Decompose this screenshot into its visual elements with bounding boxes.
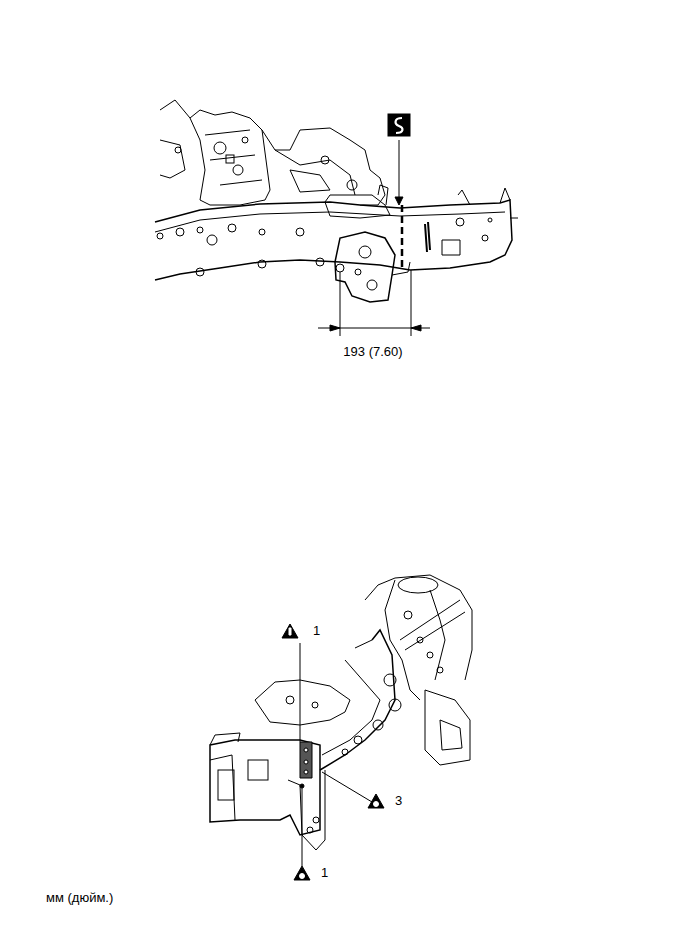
lower-body-structure: [210, 575, 472, 850]
front-side-member: [155, 185, 518, 280]
dimension-line: [318, 270, 430, 336]
callout-leaders: [282, 624, 384, 880]
dimension-value: 193 (7.60): [342, 345, 403, 359]
cut-line: [388, 114, 410, 268]
unit-note: мм (дюйм.): [45, 891, 114, 905]
mount-bracket: [335, 232, 410, 302]
callout-number: 1: [312, 624, 321, 638]
callout-number: 1: [320, 866, 329, 880]
upper-body-structure: [160, 100, 385, 205]
callout-number: 3: [394, 794, 403, 808]
sectioning-symbol: [388, 114, 410, 136]
